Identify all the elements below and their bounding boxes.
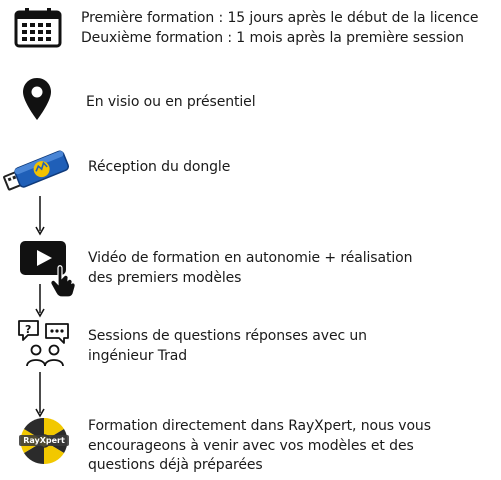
step-1-text: Première formation : 15 jours après le d… (81, 9, 479, 48)
questions-people-icon: ? (16, 318, 74, 368)
step-2-line-1: En visio ou en présentiel (86, 94, 256, 110)
rayxpert-logo-text: RayXpert (23, 436, 65, 445)
video-play-icon (18, 238, 84, 298)
flow-arrow-3 (35, 372, 45, 418)
step-1-line-1: Première formation : 15 jours après le d… (81, 10, 479, 26)
step-6-line-3: questions déjà préparées (88, 457, 263, 473)
step-4-line-2: des premiers modèles (88, 269, 242, 286)
step-1-line-2: Deuxième formation : 1 mois après la pre… (81, 29, 464, 46)
step-2-text: En visio ou en présentiel (86, 93, 256, 113)
usb-dongle-icon (2, 146, 72, 196)
flow-arrow-1 (35, 196, 45, 236)
step-6-line-2: encourageons à venir avec vos modèles et… (88, 437, 414, 454)
rayxpert-logo-icon: RayXpert (17, 416, 71, 466)
location-pin-icon (22, 77, 52, 121)
svg-text:?: ? (25, 323, 31, 336)
step-3-line-1: Réception du dongle (88, 159, 231, 175)
step-6-line-1: Formation directement dans RayXpert, nou… (88, 418, 431, 434)
flow-arrow-2 (35, 284, 45, 318)
step-5-text: Sessions de questions réponses avec un i… (88, 327, 367, 366)
calendar-icon (14, 8, 62, 48)
step-6-text: Formation directement dans RayXpert, nou… (88, 417, 431, 476)
step-3-text: Réception du dongle (88, 158, 230, 178)
step-4-text: Vidéo de formation en autonomie + réalis… (88, 249, 412, 288)
step-4-line-1: Vidéo de formation en autonomie + réalis… (88, 250, 413, 266)
step-5-line-2: ingénieur Trad (88, 347, 188, 364)
step-5-line-1: Sessions de questions réponses avec un (88, 328, 367, 344)
